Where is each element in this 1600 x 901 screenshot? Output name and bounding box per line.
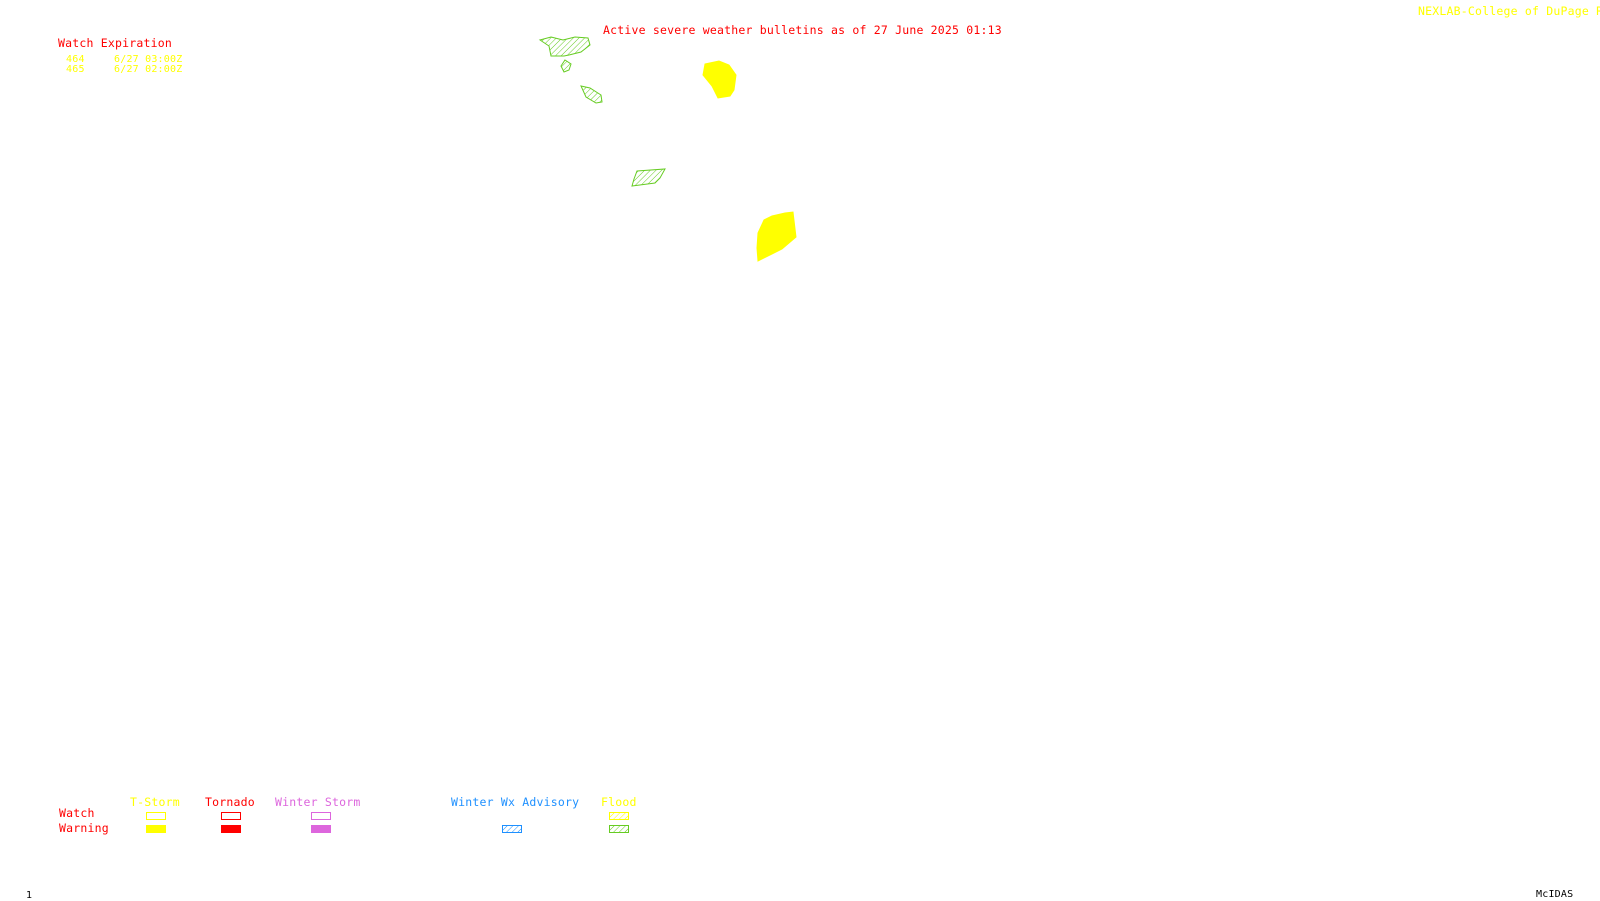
flood-warning-polygon	[538, 36, 591, 57]
winter-storm-warning-swatch	[311, 825, 331, 833]
tornado-watch-swatch	[221, 812, 241, 820]
watch-expiration-heading: Watch Expiration	[58, 36, 172, 50]
legend-category-winter-storm: Winter Storm	[275, 795, 361, 809]
watch-expires: 6/27 02:00Z	[114, 64, 183, 75]
legend-category-tornado: Tornado	[205, 795, 255, 809]
tstorm-watch-swatch	[146, 812, 166, 820]
watch-expires: 6/27 03:00Z	[114, 54, 183, 65]
watch-number: 465	[66, 64, 85, 75]
software-label: McIDAS	[1536, 889, 1574, 900]
winter-advisory-swatch	[502, 825, 522, 833]
flood-warning-polygon	[560, 59, 572, 73]
flood-warning-polygon	[631, 168, 666, 187]
flood-warning-swatch	[609, 825, 629, 833]
frame-number: 1	[26, 890, 33, 901]
tstorm-warning-swatch	[146, 825, 166, 833]
legend-category-winter-advisory: Winter Wx Advisory	[451, 795, 580, 809]
legend-row-watch: Watch	[59, 806, 95, 820]
tornado-warning-swatch	[221, 825, 241, 833]
bulletin-title: Active severe weather bulletins as of 27…	[603, 23, 1002, 37]
flood-watch-swatch	[609, 812, 629, 820]
thunderstorm-warning-polygon	[702, 60, 737, 99]
legend-row-warning: Warning	[59, 821, 109, 835]
flood-warning-polygon	[580, 85, 603, 104]
thunderstorm-warning-polygon	[756, 211, 797, 262]
legend-category-flood: Flood	[601, 795, 637, 809]
legend-category-tstorm: T-Storm	[130, 795, 180, 809]
credit-label: NEXLAB-College of DuPage R	[1418, 4, 1600, 18]
winter-storm-watch-swatch	[311, 812, 331, 820]
watch-number: 464	[66, 54, 85, 65]
